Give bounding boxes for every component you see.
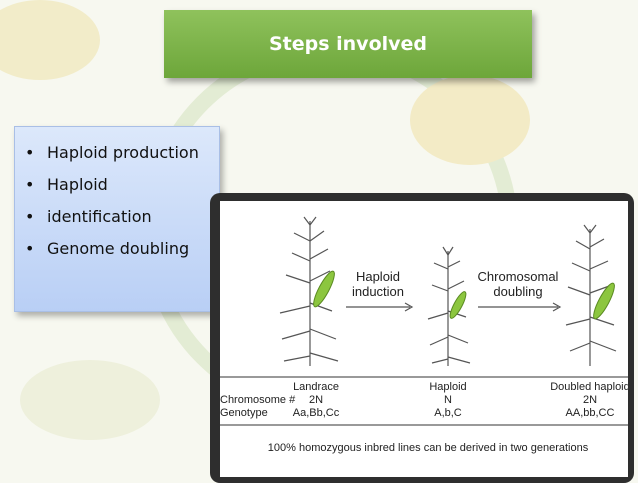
genotype-value: AA,bb,CC — [566, 407, 615, 419]
corn-cob-icon — [313, 270, 335, 308]
slide-title: Steps involved — [268, 33, 428, 55]
chromosome-value: 2N — [583, 394, 597, 406]
step1-label-line2: induction — [352, 284, 404, 299]
title-banner: Steps involved — [164, 10, 532, 78]
bullet-item-continuation: identification — [23, 201, 213, 233]
genotype-value: Aa,Bb,Cc — [293, 407, 340, 419]
column-header-landrace: Landrace — [293, 381, 339, 393]
bullet-panel: Haploid production Haploid identificatio… — [14, 126, 220, 312]
row-header-chromosome: Chromosome # — [220, 394, 296, 406]
bullet-list: Haploid production Haploid identificatio… — [23, 137, 213, 265]
bullet-item: Haploid — [23, 169, 213, 201]
step1-label-line1: Haploid — [356, 269, 400, 284]
row-header-genotype: Genotype — [220, 407, 268, 419]
column-header-doubled-haploid: Doubled haploid — [550, 381, 628, 393]
step2-label-line2: doubling — [493, 284, 542, 299]
landrace-plant-illustration — [279, 216, 339, 366]
bullet-item: Genome doubling — [23, 233, 213, 265]
step2-label-line1: Chromosomal — [478, 269, 559, 284]
corn-cob-icon — [593, 282, 615, 320]
genotype-value: A,b,C — [434, 407, 462, 419]
bullet-item: Haploid production — [23, 137, 213, 169]
figure-frame: Haploid induction Chromosomal doubling — [210, 193, 634, 483]
chromosome-value: 2N — [309, 394, 323, 406]
chromosome-value: N — [444, 394, 452, 406]
column-header-haploid: Haploid — [429, 381, 466, 393]
figure-footer-note: 100% homozygous inbred lines can be deri… — [268, 442, 589, 454]
corn-cob-icon — [449, 291, 467, 319]
doubled-haploid-diagram: Haploid induction Chromosomal doubling — [220, 201, 628, 477]
haploid-plant-illustration — [427, 246, 471, 366]
